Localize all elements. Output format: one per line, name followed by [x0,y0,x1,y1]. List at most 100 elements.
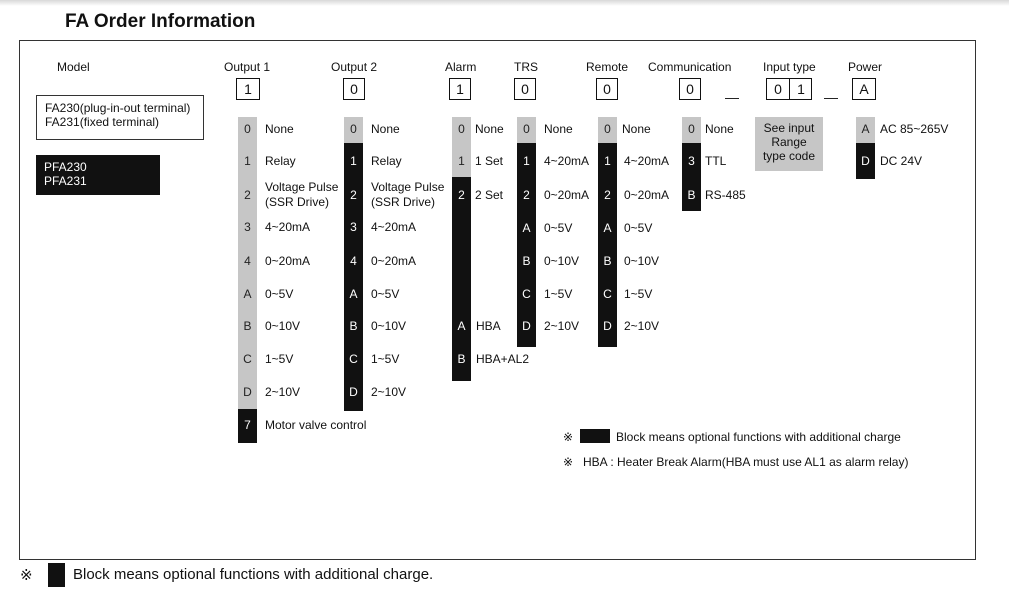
output1-optional-bar [238,409,257,443]
header-model: Model [57,60,90,74]
code-box-remote: 0 [596,78,618,100]
footer-note-mark: ※ [20,567,33,584]
output1-code: 7 [244,418,251,432]
communication-label: TTL [705,154,727,168]
header-remote: Remote [586,60,629,74]
power-standard-bar [856,117,875,143]
output2-label: 4~20mA [371,220,417,234]
trs-label: None [544,122,573,136]
header-power: Power [848,60,883,74]
output1-standard-bar [238,117,257,409]
header-trs: TRS [514,60,538,74]
input-type-note-line: See input [763,121,815,135]
model-fa230: FA230(plug-in-out terminal) [45,101,191,115]
trs-label: 1~5V [544,287,573,301]
note-mark: ※ [563,430,574,444]
output2-label: Relay [371,154,402,168]
code-box-output1: 1 [236,78,260,100]
output2-code: 1 [350,154,357,168]
output2-label: None [371,122,400,136]
remote-label: 1~5V [624,287,653,301]
separator-dash: — [725,89,739,105]
output2-label: 0~5V [371,287,400,301]
output2-label: 0~20mA [371,254,417,268]
power-optional-bar [856,143,875,179]
output1-code: 4 [244,254,251,268]
output1-label: Relay [265,154,296,168]
communication-optional-bar [682,143,701,211]
output1-label: None [265,122,294,136]
remote-code: 2 [604,188,611,202]
header-communication: Communication [648,60,732,74]
output1-code: C [243,352,252,366]
output2-label: Voltage Pulse [371,180,445,194]
trs-code: C [522,287,531,301]
page-title: FA Order Information [65,11,256,32]
input-type-note-box: See input Range type code [755,117,823,171]
model-pfa231: PFA231 [44,174,87,188]
communication-code: B [687,188,696,202]
remote-label: 0~10V [624,254,660,268]
alarm-label: 2 Set [475,188,504,202]
note-hba-definition: HBA : Heater Break Alarm(HBA must use AL… [583,455,909,469]
trs-label: 4~20mA [544,154,590,168]
output2-code: B [349,319,358,333]
remote-code: B [603,254,612,268]
output2-label: 1~5V [371,352,400,366]
output1-code: B [243,319,252,333]
remote-label: None [622,122,651,136]
trs-label: 0~10V [544,254,580,268]
output2-code: D [349,385,358,399]
remote-code: 1 [604,154,611,168]
header-output1: Output 1 [224,60,271,74]
trs-label: 0~20mA [544,188,590,202]
output2-label: 2~10V [371,385,407,399]
remote-optional-bar [598,143,617,347]
output2-code: 4 [350,254,357,268]
remote-code: 0 [604,122,611,136]
trs-label: 0~5V [544,221,573,235]
alarm-code: 1 [458,154,465,168]
output2-standard-bar [344,117,363,143]
remote-label: 4~20mA [624,154,670,168]
output2-label: (SSR Drive) [371,195,436,209]
alarm-code: B [457,352,466,366]
alarm-optional-bar [452,177,471,381]
output1-code: D [243,385,252,399]
remote-code: D [603,319,612,333]
input-type-digit-1: 0 [767,79,790,99]
output1-label: 4~20mA [265,220,311,234]
optional-block-swatch [580,429,610,443]
output2-code: 3 [350,220,357,234]
output2-label: 0~10V [371,319,407,333]
remote-code: A [603,221,612,235]
alarm-standard-bar [452,117,471,177]
output1-label: 0~5V [265,287,294,301]
trs-standard-bar [517,117,536,143]
remote-label: 2~10V [624,319,660,333]
communication-label: RS-485 [705,188,746,202]
model-optional-box: PFA230 PFA231 [36,155,160,195]
code-box-output2: 0 [343,78,365,100]
output1-code: 3 [244,220,251,234]
separator-dash: — [824,89,838,105]
output2-optional-bar [344,143,363,411]
input-type-note-line: Range [771,135,807,149]
trs-code: D [522,319,531,333]
remote-label: 0~5V [624,221,653,235]
output2-code: C [349,352,358,366]
remote-standard-bar [598,117,617,143]
output1-label: (SSR Drive) [265,195,330,209]
output1-label: Voltage Pulse [265,180,339,194]
trs-code: A [522,221,531,235]
trs-optional-bar [517,143,536,347]
output1-code: A [243,287,252,301]
power-code: D [861,154,870,168]
input-type-note-line: type code [762,149,816,163]
footer-optional-block-swatch [48,563,65,587]
communication-standard-bar [682,117,701,143]
trs-label: 2~10V [544,319,580,333]
output1-code: 1 [244,154,251,168]
order-info-frame [19,40,976,560]
communication-code: 0 [688,122,695,136]
